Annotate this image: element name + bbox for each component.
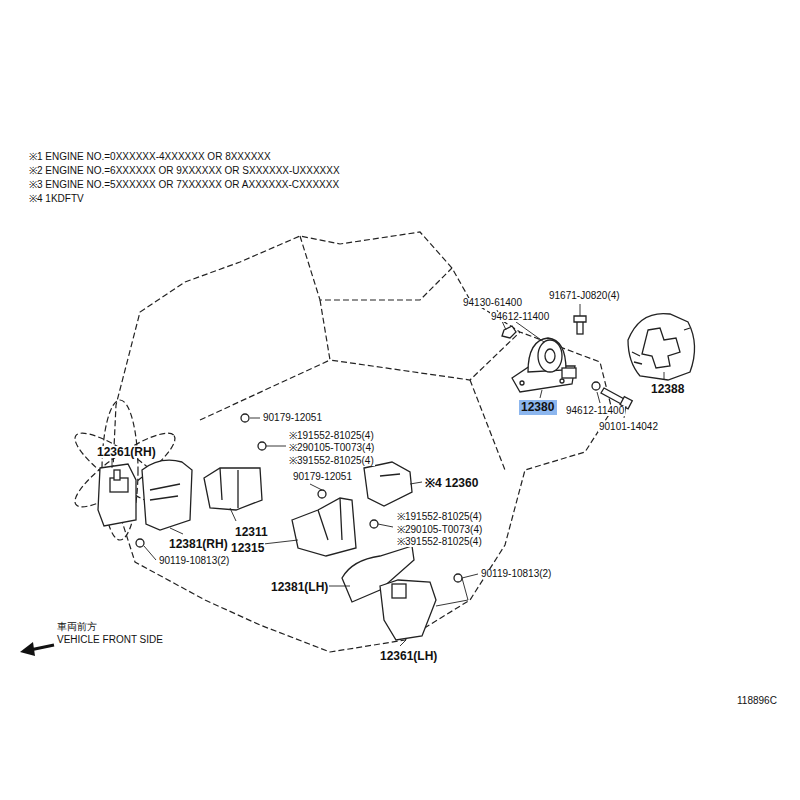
part-label: 車両前方 — [56, 622, 98, 632]
part-label: 94612-11400 — [490, 312, 550, 322]
part-label: ※4 12360 — [424, 477, 479, 489]
part-label: ※191552-81025(4) — [396, 512, 483, 522]
part-label: VEHICLE FRONT SIDE — [56, 635, 164, 645]
part-label: ※191552-81025(4) — [288, 431, 375, 441]
part-number: 12380 — [521, 401, 555, 413]
part-label: ※4 1KDFTV — [28, 194, 85, 204]
engine-outline — [67, 232, 612, 652]
part-label: ※290105-T0073(4) — [288, 443, 375, 453]
part-label: ※3 ENGINE NO.=5XXXXXX OR 7XXXXXX OR AXXX… — [28, 180, 340, 190]
highlighted-part-number: 12380 — [519, 400, 557, 415]
part-label: 94612-11400 — [565, 406, 625, 416]
part-label: 90119-10813(2) — [158, 556, 230, 566]
part-label: ※391552-81025(4) — [396, 537, 483, 547]
part-label: ※2 ENGINE NO.=6XXXXXX OR 9XXXXXX OR SXXX… — [28, 166, 341, 176]
part-label: 90119-10813(2) — [480, 569, 552, 579]
part-label: 12315 — [230, 542, 265, 554]
part-label: 12311 — [234, 526, 269, 538]
part-label: 118896C — [736, 696, 778, 706]
part-label: 90101-14042 — [598, 422, 659, 432]
part-label: 12381(RH) — [168, 538, 229, 550]
part-label: 90179-12051 — [292, 472, 353, 482]
part-label: 12388 — [650, 383, 685, 395]
part-label: 12381(LH) — [270, 581, 329, 593]
part-label: 91671-J0820(4) — [548, 291, 621, 301]
part-label: ※1 ENGINE NO.=0XXXXXX-4XXXXXX OR 8XXXXXX — [28, 152, 272, 162]
transmission-housing — [628, 314, 695, 380]
part-label: ※290105-T0073(4) — [396, 525, 483, 535]
leader-lines — [112, 304, 664, 646]
part-label: 90179-12051 — [262, 413, 323, 423]
front-arrow — [20, 642, 54, 656]
part-label: ※391552-81025(4) — [288, 456, 375, 466]
part-label: 12361(RH) — [96, 446, 157, 458]
engine-mount-rear — [502, 316, 632, 409]
part-label: 94130-61400 — [462, 298, 523, 308]
part-label: 12361(LH) — [379, 650, 438, 662]
